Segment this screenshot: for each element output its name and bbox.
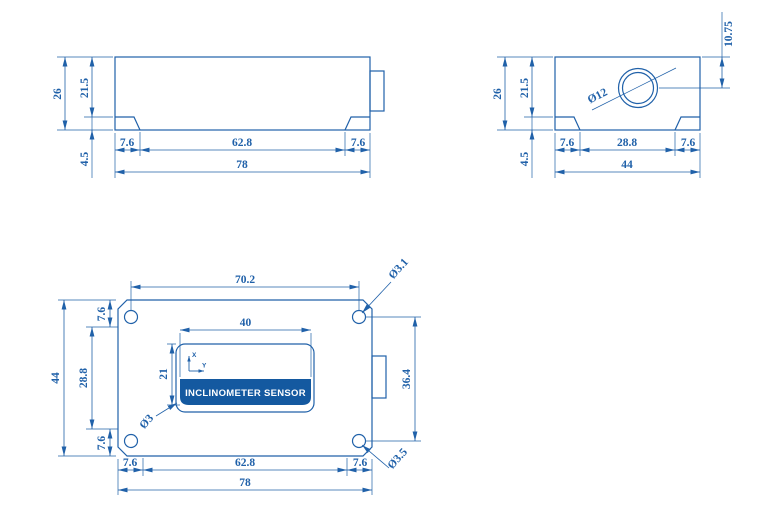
side-view-dimension-lines <box>502 57 725 175</box>
top-view-extension-lines <box>58 281 421 495</box>
top-view-geometry: INCLINOMETER SENSOR X Y <box>117 299 387 457</box>
top-hole-leader <box>361 281 392 314</box>
side-boss-inner-circle <box>621 71 655 105</box>
sensor-label: INCLINOMETER SENSOR <box>185 388 306 399</box>
dim-side-right-foot: 7.6 <box>681 137 696 149</box>
dim-front-overall-width: 78 <box>236 159 248 171</box>
top-view: INCLINOMETER SENSOR X Y <box>50 256 421 495</box>
dim-front-body-height: 21.5 <box>79 78 91 98</box>
dim-side-left-foot: 7.6 <box>560 137 575 149</box>
side-view-geometry <box>554 56 701 131</box>
dim-top-hole-diameter: Ø3.1 <box>387 256 412 282</box>
side-view-extension-lines <box>497 12 730 178</box>
dim-top-inner-span: 62.8 <box>235 457 255 469</box>
dim-top-label-height: 21 <box>158 368 170 380</box>
side-view: 26 21.5 4.5 7.6 28.8 7.6 44 Ø12 10.75 <box>492 12 735 178</box>
dim-top-top-margin: 7.6 <box>96 307 108 322</box>
side-boss-outer-circle <box>617 67 659 109</box>
axis-y-label: Y <box>202 363 207 370</box>
front-view: 26 21.5 4.5 7.6 62.8 7.6 78 <box>52 56 385 178</box>
top-connector-tab <box>371 355 387 399</box>
front-body-outline <box>114 56 371 131</box>
dim-top-overall-height: 44 <box>50 372 62 384</box>
dim-side-overall-height: 26 <box>492 88 504 100</box>
dim-front-overall-height: 26 <box>52 88 64 100</box>
top-view-dimension-lines <box>61 281 418 493</box>
axis-indicator-icon: X Y <box>187 352 207 373</box>
dim-top-hole-span-x: 70.2 <box>235 274 255 286</box>
dim-front-foot-height: 4.5 <box>79 152 91 167</box>
inner-diameter-leader <box>155 402 178 417</box>
dim-side-inner-span: 28.8 <box>617 137 637 149</box>
mounting-hole-top-right <box>351 309 367 325</box>
mounting-hole-bottom-left <box>123 433 139 449</box>
dim-front-inner-span: 62.8 <box>232 137 252 149</box>
dim-side-overall-width: 44 <box>621 159 633 171</box>
dim-top-overall-width: 78 <box>239 477 251 489</box>
front-left-foot <box>115 116 141 131</box>
mounting-hole-top-left <box>123 309 139 325</box>
side-right-foot <box>674 116 700 131</box>
top-inner-housing <box>175 343 315 413</box>
top-body-outline <box>117 299 373 457</box>
dim-top-label-width: 40 <box>240 317 252 329</box>
mounting-hole-bottom-right <box>351 433 367 449</box>
dim-front-left-foot: 7.6 <box>120 137 135 149</box>
boss-diameter-leader <box>591 67 677 111</box>
side-left-foot <box>555 116 581 131</box>
axis-x-label: X <box>192 352 197 359</box>
front-view-geometry <box>114 56 385 131</box>
front-view-extension-lines <box>57 56 371 178</box>
dim-bottom-hole-diameter: Ø3.5 <box>386 446 411 472</box>
dim-top-right-foot: 7.6 <box>353 457 368 469</box>
dim-inner-diameter: Ø3 <box>137 412 156 431</box>
dim-front-right-foot: 7.6 <box>351 137 366 149</box>
side-body-outline <box>554 56 701 131</box>
dim-side-foot-height: 4.5 <box>519 152 531 167</box>
front-connector-tab <box>369 70 385 112</box>
dim-side-body-height: 21.5 <box>519 78 531 98</box>
dim-top-mid-span: 28.8 <box>78 368 90 388</box>
dim-top-hole-span-y: 36.4 <box>401 369 413 389</box>
front-right-foot <box>344 116 370 131</box>
label-banner <box>180 379 311 405</box>
dim-top-left-foot: 7.6 <box>123 457 138 469</box>
dim-top-bottom-margin: 7.6 <box>96 436 108 451</box>
front-view-dimension-lines <box>62 57 370 175</box>
bottom-hole-leader <box>361 444 390 469</box>
dim-side-boss-offset: 10.75 <box>723 21 735 47</box>
